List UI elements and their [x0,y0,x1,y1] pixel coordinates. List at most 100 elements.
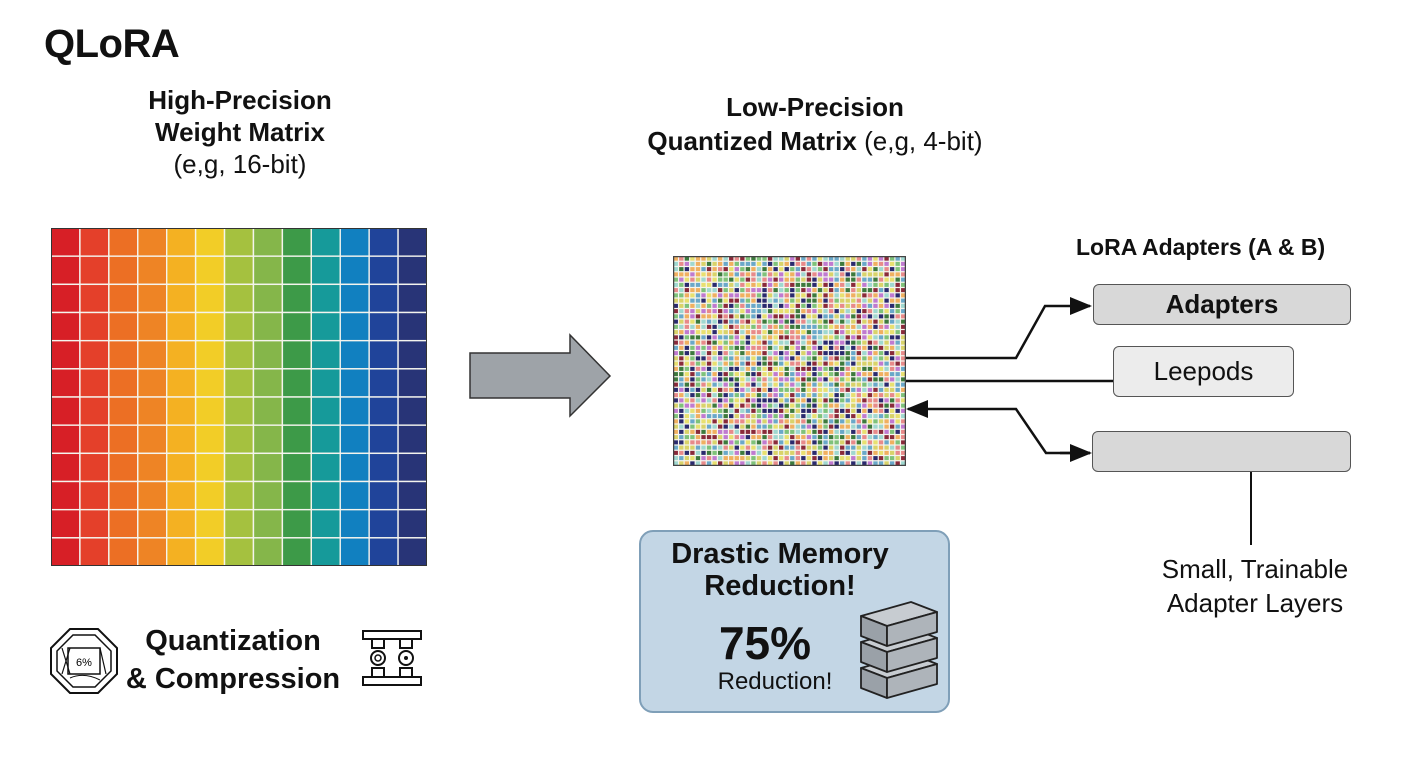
quantized-cell [673,461,678,466]
quantized-cell [856,456,862,461]
quantized-cell [729,282,734,287]
quantized-cell [840,382,845,387]
quantized-cell [867,419,873,424]
quantized-cell [845,435,850,440]
quantized-cell [784,356,789,361]
quantized-cell [723,408,728,413]
quantized-cell [784,340,789,345]
quantized-cell [895,261,900,266]
quantized-cell [701,366,706,371]
quantized-cell [679,366,684,371]
quantized-cell [795,377,800,382]
quantized-cell [889,445,895,450]
quantized-cell [673,414,678,419]
quantized-cell [690,387,695,392]
quantized-cell [756,398,762,403]
quantized-cell [901,272,906,277]
quantized-cell [901,267,906,272]
quantized-cell [795,324,800,329]
quantized-cell [823,377,828,382]
quantized-cell [779,393,784,398]
quantized-cell [840,272,845,277]
quantized-cell [751,414,756,419]
quantized-cell [767,293,773,298]
quantized-cell [706,424,712,429]
quantized-cell [817,309,823,314]
quantized-cell [901,303,906,308]
quantized-cell [706,408,712,413]
quantized-cell [867,366,873,371]
quantized-cell [851,288,856,293]
quantized-cell [823,298,828,303]
quantized-cell [851,429,856,434]
quantized-cell [867,303,873,308]
quantized-cell [862,356,867,361]
quantized-cell [828,340,834,345]
quantized-cell [773,424,778,429]
quantized-cell [823,356,828,361]
quantized-cell [701,361,706,366]
quantized-cell [889,461,895,466]
quantized-cell [729,424,734,429]
quantized-cell [862,435,867,440]
quantized-cell [767,366,773,371]
quantized-cell [856,356,862,361]
quantized-cell [729,361,734,366]
quantized-cell [873,288,878,293]
weight-cell [108,255,139,286]
quantized-cell [673,340,678,345]
quantized-cell [851,377,856,382]
quantized-cell [801,387,806,392]
quantized-cell [834,340,839,345]
quantized-cell [695,345,701,350]
quantized-cell [834,429,839,434]
quantized-cell [779,340,784,345]
quantized-cell [856,351,862,356]
quantized-cell [878,330,884,335]
quantized-cell [828,267,834,272]
quantized-cell [734,298,739,303]
quantized-cell [701,398,706,403]
quantized-cell [751,340,756,345]
quantized-cell [862,351,867,356]
quantized-cell [806,282,812,287]
quantized-cell [734,403,739,408]
quantized-cell [734,256,739,261]
quantized-cell [762,435,767,440]
quantized-cell [817,340,823,345]
quantized-cell [862,382,867,387]
quantized-cell [756,277,762,282]
quantized-cell [795,419,800,424]
quantized-cell [779,345,784,350]
quantized-cell [834,351,839,356]
quantized-cell [795,345,800,350]
quantized-cell [690,366,695,371]
quantized-cell [878,345,884,350]
quantized-cell [734,429,739,434]
quantized-cell [690,335,695,340]
quantized-cell [751,272,756,277]
quantized-cell [845,267,850,272]
quantized-cell [790,429,795,434]
quantized-cell [712,408,717,413]
quantized-cell [806,267,812,272]
quantized-cell [878,298,884,303]
quantized-cell [773,414,778,419]
weight-cell [223,424,255,455]
quantized-cell [889,288,895,293]
quantized-cell [845,256,850,261]
weight-cell [368,283,399,314]
quantized-cell [740,309,745,314]
quantized-cell [884,277,889,282]
quantized-cell [717,387,723,392]
quantized-cell [878,372,884,377]
quantized-cell [889,351,895,356]
quantized-cell [695,261,701,266]
quantized-cell [812,424,817,429]
quantized-cell [762,345,767,350]
quantized-cell [673,429,678,434]
quantized-cell [723,456,728,461]
quantized-cell [734,450,739,455]
quantized-cell [873,408,878,413]
